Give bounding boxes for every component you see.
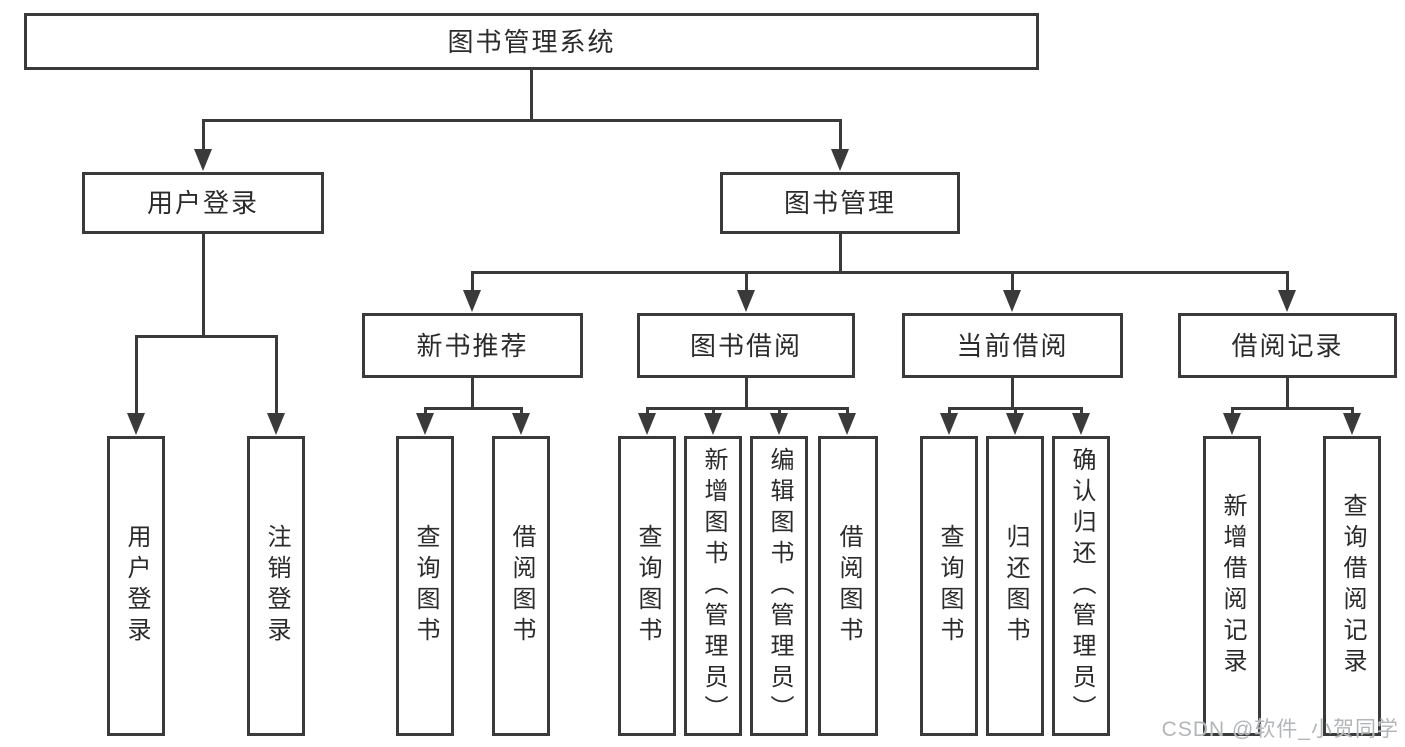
arrow-down-icon: [127, 413, 145, 435]
arrow-down-icon: [737, 290, 755, 312]
node-label-leaf-query-book-b: 查询图书: [634, 524, 661, 648]
node-leaf-return-book: 归还图书: [986, 436, 1044, 736]
connector-segment: [134, 335, 278, 338]
connector-segment: [519, 407, 523, 416]
node-label-system-root: 图书管理系统: [447, 26, 616, 57]
connector-segment: [1350, 407, 1354, 416]
connector-segment: [645, 407, 649, 416]
connector-segment: [201, 119, 842, 122]
connector-segment: [711, 407, 715, 416]
connector-segment: [274, 335, 278, 416]
arrow-down-icon: [940, 413, 958, 435]
connector-segment: [1285, 271, 1289, 293]
arrow-down-icon: [838, 413, 856, 435]
connector-segment: [470, 378, 474, 410]
arrow-down-icon: [1003, 290, 1021, 312]
arrow-down-icon: [1343, 413, 1361, 435]
node-label-leaf-query-book-c: 查询图书: [936, 524, 963, 648]
connector-segment: [1010, 271, 1014, 293]
connector-segment: [134, 335, 138, 416]
node-new-book-recommend: 新书推荐: [362, 313, 583, 378]
node-book-borrowing: 图书借阅: [637, 313, 855, 378]
connector-segment: [1285, 378, 1289, 410]
connector-segment: [423, 407, 523, 410]
arrow-down-icon: [770, 413, 788, 435]
node-leaf-confirm-return: 确认归还（管理员）: [1052, 436, 1110, 736]
node-leaf-user-login: 用户登录: [107, 436, 165, 736]
node-leaf-edit-book: 编辑图书（管理员）: [750, 436, 808, 736]
node-leaf-query-book-c: 查询图书: [920, 436, 978, 736]
node-label-leaf-borrow-book-b: 借阅图书: [835, 524, 862, 648]
arrow-down-icon: [1223, 413, 1241, 435]
node-label-leaf-borrow-book-a: 借阅图书: [508, 524, 535, 648]
node-leaf-borrow-book-a: 借阅图书: [492, 436, 550, 736]
connector-segment: [1230, 407, 1354, 410]
connector-segment: [470, 271, 474, 293]
node-label-user-login-branch: 用户登录: [146, 188, 259, 218]
node-leaf-query-record: 查询借阅记录: [1323, 436, 1381, 736]
connector-segment: [645, 407, 849, 410]
node-label-borrowing-records: 借阅记录: [1231, 330, 1344, 361]
node-leaf-add-record: 新增借阅记录: [1203, 436, 1261, 736]
connector-segment: [470, 271, 1289, 274]
connector-segment: [838, 234, 842, 274]
connector-segment: [845, 407, 849, 416]
arrow-down-icon: [267, 413, 285, 435]
csdn-watermark: CSDN @软件_小贺同学: [1161, 718, 1399, 741]
arrow-down-icon: [638, 413, 656, 435]
connector-segment: [1079, 407, 1083, 416]
node-leaf-query-book-b: 查询图书: [618, 436, 676, 736]
node-leaf-query-book-a: 查询图书: [396, 436, 454, 736]
connector-segment: [1230, 407, 1234, 416]
node-system-root: 图书管理系统: [24, 13, 1039, 70]
node-label-leaf-user-login: 用户登录: [123, 524, 150, 648]
node-leaf-add-book: 新增图书（管理员）: [684, 436, 742, 736]
node-label-leaf-confirm-return: 确认归还（管理员）: [1068, 446, 1095, 726]
connector-segment: [423, 407, 427, 416]
node-label-current-borrowing: 当前借阅: [956, 330, 1069, 361]
node-label-leaf-add-record: 新增借阅记录: [1219, 493, 1246, 679]
node-label-book-borrowing: 图书借阅: [689, 330, 802, 361]
arrow-down-icon: [1006, 413, 1024, 435]
node-current-borrowing: 当前借阅: [902, 313, 1123, 378]
connector-segment: [201, 119, 205, 152]
node-label-book-management: 图书管理: [783, 188, 896, 218]
connector-segment: [744, 271, 748, 293]
node-label-leaf-add-book: 新增图书（管理员）: [700, 446, 727, 726]
node-label-new-book-recommend: 新书推荐: [416, 330, 529, 361]
connector-segment: [1013, 407, 1017, 416]
connector-segment: [529, 70, 533, 122]
arrow-down-icon: [831, 149, 849, 171]
node-leaf-borrow-book-b: 借阅图书: [818, 436, 878, 736]
arrow-down-icon: [463, 290, 481, 312]
connector-segment: [201, 234, 205, 338]
connector-segment: [1010, 378, 1014, 410]
node-label-leaf-query-book-a: 查询图书: [412, 524, 439, 648]
arrow-down-icon: [416, 413, 434, 435]
node-label-leaf-return-book: 归还图书: [1002, 524, 1029, 648]
node-leaf-logout: 注销登录: [247, 436, 305, 736]
arrow-down-icon: [194, 149, 212, 171]
arrow-down-icon: [1278, 290, 1296, 312]
node-book-management: 图书管理: [720, 172, 960, 234]
node-label-leaf-query-record: 查询借阅记录: [1339, 493, 1366, 679]
node-label-leaf-edit-book: 编辑图书（管理员）: [766, 446, 793, 726]
connector-segment: [777, 407, 781, 416]
connector-segment: [947, 407, 951, 416]
connector-segment: [744, 378, 748, 410]
arrow-down-icon: [704, 413, 722, 435]
node-user-login-branch: 用户登录: [82, 172, 324, 234]
node-label-leaf-logout: 注销登录: [263, 524, 290, 648]
connector-segment: [838, 119, 842, 152]
arrow-down-icon: [512, 413, 530, 435]
arrow-down-icon: [1072, 413, 1090, 435]
node-borrowing-records: 借阅记录: [1178, 313, 1397, 378]
